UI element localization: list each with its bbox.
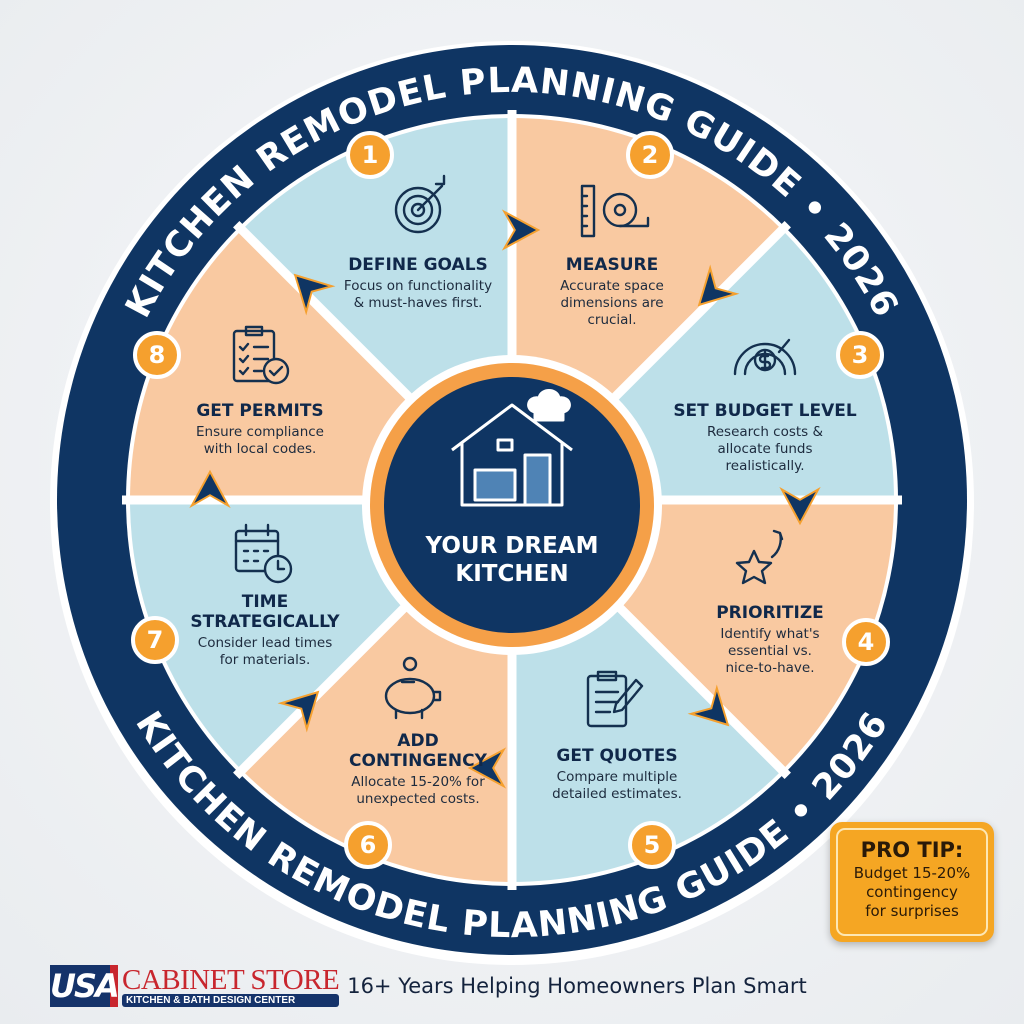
step-number-badge: 3 [836,331,884,379]
clipboard-pen-icon [586,670,644,728]
step-number-badge: 5 [628,821,676,869]
pro-tip-title: PRO TIP: [860,838,964,862]
checklist-icon [232,325,290,385]
pro-tip-line: for surprises [865,902,959,920]
step-description: realistically. [726,458,805,474]
step-description: Compare multiple [557,769,678,785]
step-title: GET PERMITS [196,401,323,421]
step-title: ADD [397,731,438,751]
step-description: Consider lead times [198,635,332,651]
step-title: CONTINGENCY [349,751,488,771]
step-description: dimensions are [560,295,663,311]
step-description: Identify what's [720,626,819,642]
step-title: SET BUDGET LEVEL [673,401,857,421]
step-description: & must-haves first. [354,295,483,311]
flow-arrow-icon [697,264,740,307]
step-description: crucial. [587,312,636,328]
step-number: 6 [360,831,377,859]
step-description: nice-to-have. [726,660,815,676]
step-number-badge: 1 [346,131,394,179]
flow-arrow-icon [779,486,821,526]
step-number: 2 [642,141,659,169]
step-description: for materials. [220,652,311,668]
step-description: essential vs. [728,643,812,659]
step-number-badge: 2 [626,131,674,179]
step-description: allocate funds [717,441,812,457]
gauge-dollar-icon [733,338,797,376]
step-description: Allocate 15-20% for [351,774,485,790]
company-logo: CABINET STORE KITCHEN & BATH DESIGN CENT… [122,963,340,1007]
pro-tip-line: Budget 15-20% [853,864,971,882]
step-description: Focus on functionality [344,278,492,294]
step-description: unexpected costs. [356,791,479,807]
step-number-badge: 4 [842,618,890,666]
pro-tip-box: PRO TIP: Budget 15-20% contingency for s… [830,822,994,942]
calendar-clock-icon [234,523,293,584]
flow-arrow-icon [277,690,320,733]
step-number-badge: 7 [131,616,179,664]
target-icon [394,174,446,234]
step-description: detailed estimates. [552,786,682,802]
footer: USA CABINET STORE KITCHEN & BATH DESIGN … [50,965,807,1007]
logo-name: CABINET STORE [122,963,340,996]
center-title-line2: KITCHEN [455,561,568,587]
house-chef-hat-icon [451,389,573,507]
step-number-badge: 8 [133,331,181,379]
pro-tip-line: contingency [866,883,958,901]
flow-arrow-icon [687,684,730,727]
step-number: 5 [644,831,661,859]
step-number: 8 [149,341,166,369]
step-number: 3 [852,341,869,369]
step-number: 4 [858,628,875,656]
step-number: 1 [362,141,379,169]
logo-subtitle: KITCHEN & BATH DESIGN CENTER [122,993,340,1007]
step-description: with local codes. [204,441,317,457]
tagline: 16+ Years Helping Homeowners Plan Smart [347,974,807,998]
flow-arrow-icon [467,747,507,789]
flow-arrow-icon [501,209,541,251]
step-number: 7 [147,626,164,654]
step-title: GET QUOTES [556,746,677,766]
star-arrow-icon [735,529,784,585]
step-title: STRATEGICALLY [190,612,340,632]
step-description: Research costs & [707,424,824,440]
step-title: DEFINE GOALS [348,255,488,275]
flow-arrow-icon [293,273,336,316]
piggy-bank-icon [384,656,442,720]
company-logo-mark: USA [50,965,120,1007]
step-number-badge: 6 [344,821,392,869]
center-title-line1: YOUR DREAM [425,533,599,559]
flow-arrow-icon [189,469,231,509]
step-title: MEASURE [566,255,658,275]
step-description: Ensure compliance [196,424,324,440]
ruler-tape-icon [580,184,650,238]
step-title: TIME [242,592,288,612]
step-title: PRIORITIZE [716,603,824,623]
step-description: Accurate space [560,278,664,294]
